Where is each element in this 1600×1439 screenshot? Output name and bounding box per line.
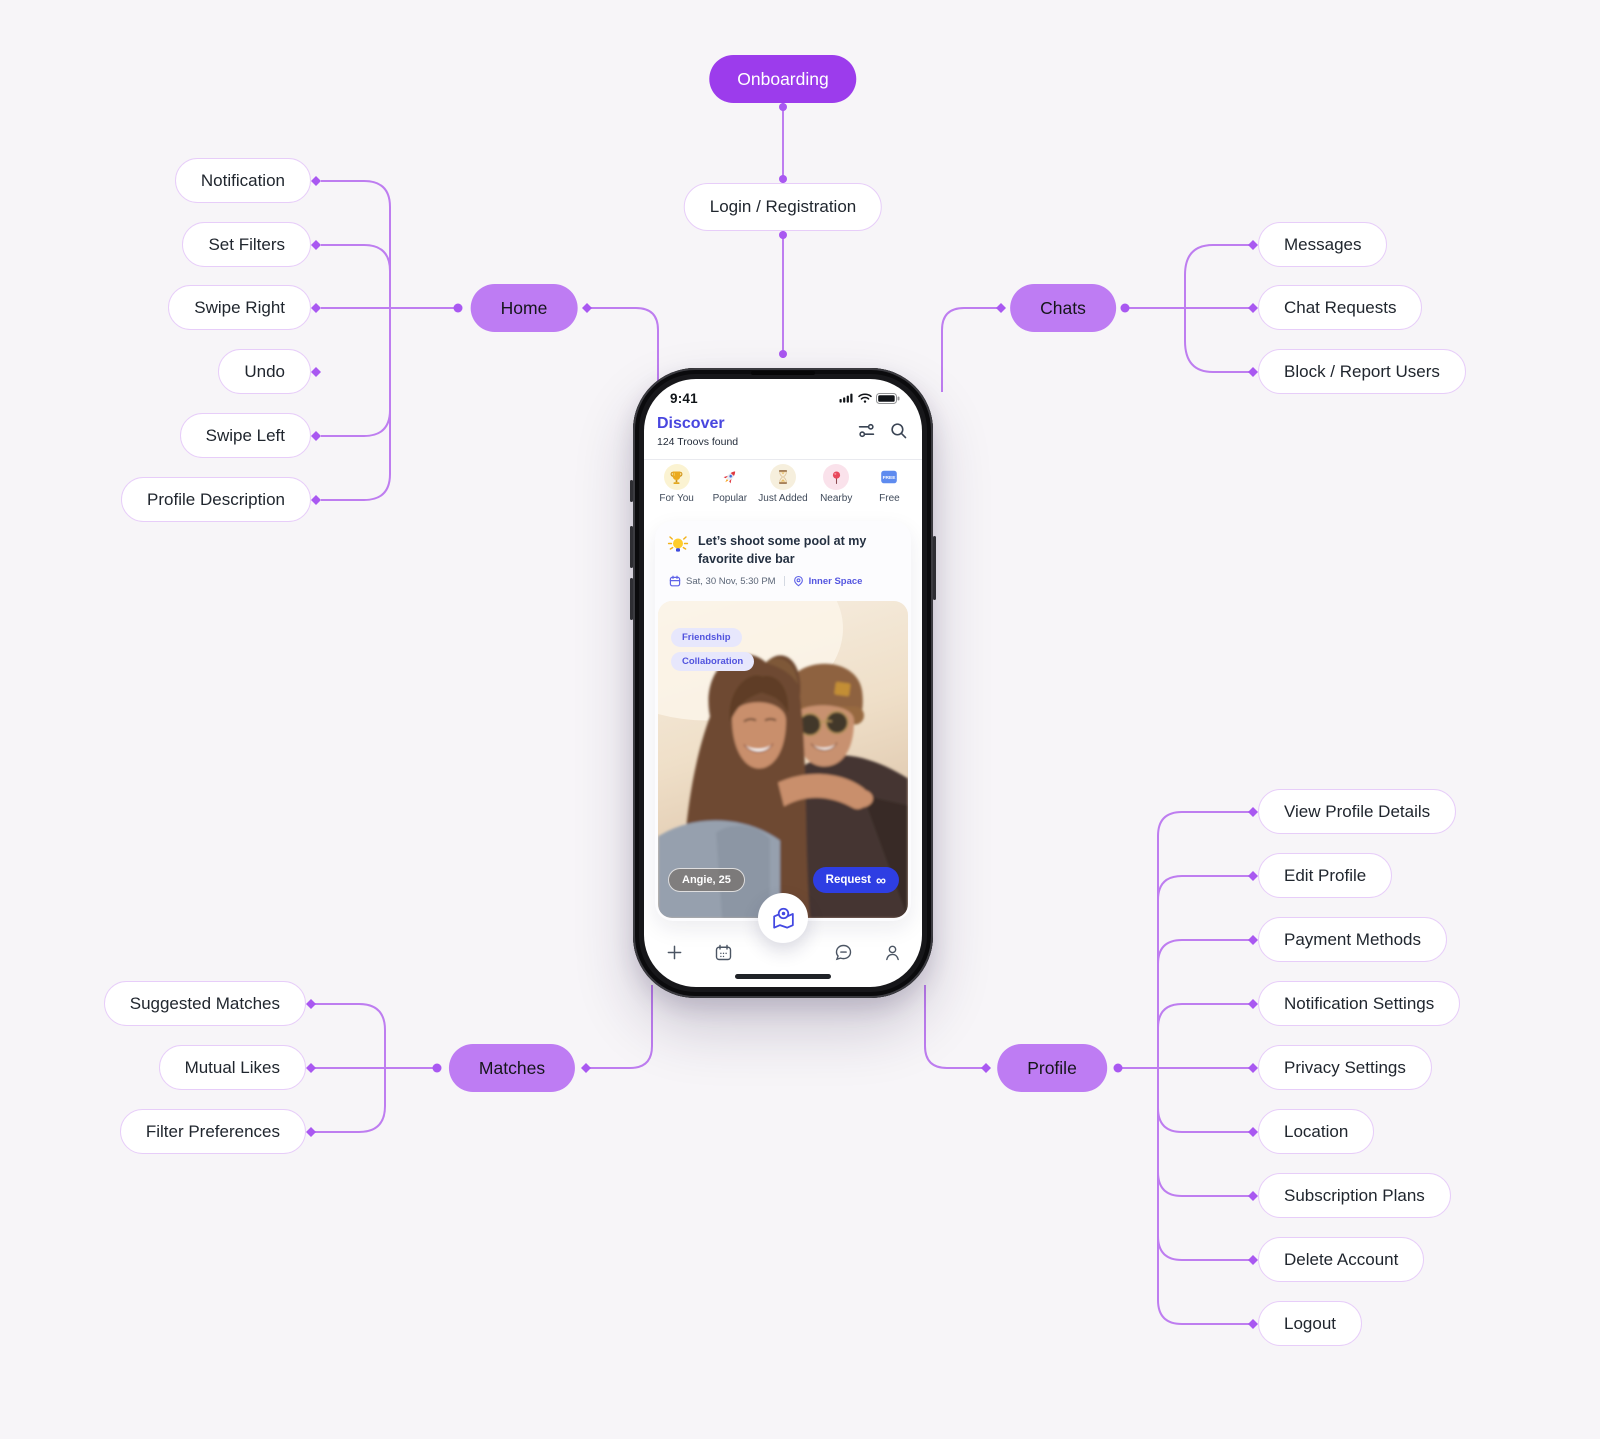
person-name-chip: Angie, 25 <box>668 868 745 892</box>
node-matches[interactable]: Matches <box>448 1044 576 1092</box>
node-block-report-users[interactable]: Block / Report Users <box>1258 349 1466 394</box>
node-payment-methods[interactable]: Payment Methods <box>1258 917 1448 962</box>
tab-label: Just Added <box>758 493 808 504</box>
free-badge-icon: FREE <box>876 464 902 490</box>
svg-text:FREE: FREE <box>883 475 897 481</box>
meta-divider <box>783 576 785 586</box>
node-mutual-likes[interactable]: Mutual Likes <box>158 1045 306 1090</box>
volume-down-button <box>630 578 633 620</box>
phone-screen: 9:41 <box>644 379 922 987</box>
node-onboarding[interactable]: Onboarding <box>709 55 857 103</box>
node-swipe-left[interactable]: Swipe Left <box>179 413 311 458</box>
node-logout[interactable]: Logout <box>1258 1301 1362 1346</box>
round-pin-icon <box>823 464 850 490</box>
lightbulb-icon <box>667 536 689 552</box>
node-location[interactable]: Location <box>1258 1109 1375 1154</box>
trophy-icon <box>663 464 690 490</box>
node-delete-account[interactable]: Delete Account <box>1258 1237 1425 1282</box>
node-chats[interactable]: Chats <box>1010 284 1116 332</box>
calendar-icon <box>669 575 681 587</box>
request-label: Request <box>825 874 872 886</box>
battery-icon <box>876 392 900 404</box>
event-location[interactable]: Inner Space <box>808 575 863 587</box>
node-profile[interactable]: Profile <box>997 1044 1107 1092</box>
tab-free[interactable]: FREE Free <box>863 464 916 516</box>
request-button[interactable]: Request ∞ <box>812 867 899 893</box>
tab-just-added[interactable]: Just Added <box>756 464 809 516</box>
node-chat-requests[interactable]: Chat Requests <box>1258 285 1423 330</box>
app-header: Discover 124 Troovs found <box>657 415 909 448</box>
status-bar: 9:41 <box>644 389 922 407</box>
profile-photo: Friendship Collaboration Angie, 25 Reque… <box>658 601 908 918</box>
profile-nav-icon[interactable] <box>880 940 904 964</box>
node-set-filters[interactable]: Set Filters <box>182 222 311 267</box>
hourglass-icon <box>770 464 796 490</box>
tag-friendship: Friendship <box>671 628 742 647</box>
tab-label: Free <box>879 493 900 504</box>
node-subscription-plans[interactable]: Subscription Plans <box>1258 1173 1451 1218</box>
node-privacy-settings[interactable]: Privacy Settings <box>1258 1045 1432 1090</box>
tab-label: Popular <box>712 493 748 504</box>
power-button <box>933 536 936 600</box>
header-divider <box>644 459 922 460</box>
node-swipe-right[interactable]: Swipe Right <box>168 285 311 330</box>
infinity-icon: ∞ <box>876 872 886 888</box>
search-icon[interactable] <box>890 422 907 439</box>
status-time: 9:41 <box>670 390 698 406</box>
bottom-nav <box>644 935 922 969</box>
tab-label: For You <box>659 493 694 504</box>
node-undo[interactable]: Undo <box>218 349 311 394</box>
signal-icon <box>839 393 853 403</box>
add-icon[interactable] <box>662 940 686 964</box>
wifi-icon <box>858 393 872 403</box>
calendar-nav-icon[interactable] <box>711 940 735 964</box>
node-profile-description[interactable]: Profile Description <box>121 477 311 522</box>
tab-for-you[interactable]: For You <box>650 464 703 516</box>
tab-popular[interactable]: Popular <box>703 464 756 516</box>
node-home[interactable]: Home <box>470 284 578 332</box>
home-indicator[interactable] <box>735 974 831 979</box>
filter-sliders-icon[interactable] <box>858 422 875 439</box>
location-pin-icon <box>793 575 803 587</box>
map-pin-logo-icon <box>772 907 794 929</box>
phone-speaker <box>751 371 815 375</box>
tag-collaboration: Collaboration <box>671 652 755 671</box>
tab-nearby[interactable]: Nearby <box>810 464 863 516</box>
rocket-icon <box>717 464 743 490</box>
event-card[interactable]: Let’s shoot some pool at my favorite div… <box>655 521 911 921</box>
discover-nav-button[interactable] <box>758 893 808 943</box>
mute-switch <box>630 480 633 502</box>
node-filter-preferences[interactable]: Filter Preferences <box>119 1109 306 1154</box>
tab-label: Nearby <box>820 493 853 504</box>
page-title: Discover <box>657 415 725 432</box>
event-title: Let’s shoot some pool at my favorite div… <box>698 534 867 566</box>
chat-nav-icon[interactable] <box>831 940 855 964</box>
results-count: 124 Troovs found <box>657 436 739 448</box>
discover-tabs: For You <box>650 464 916 516</box>
node-login-registration[interactable]: Login / Registration <box>683 183 883 231</box>
node-notification[interactable]: Notification <box>174 158 311 203</box>
volume-up-button <box>630 526 633 568</box>
node-notification-settings[interactable]: Notification Settings <box>1258 981 1461 1026</box>
event-datetime: Sat, 30 Nov, 5:30 PM <box>686 575 776 587</box>
node-edit-profile[interactable]: Edit Profile <box>1258 853 1393 898</box>
phone-mockup: 9:41 <box>630 368 936 998</box>
node-view-profile-details[interactable]: View Profile Details <box>1258 789 1457 834</box>
node-messages[interactable]: Messages <box>1258 222 1388 267</box>
node-suggested-matches[interactable]: Suggested Matches <box>103 981 306 1026</box>
